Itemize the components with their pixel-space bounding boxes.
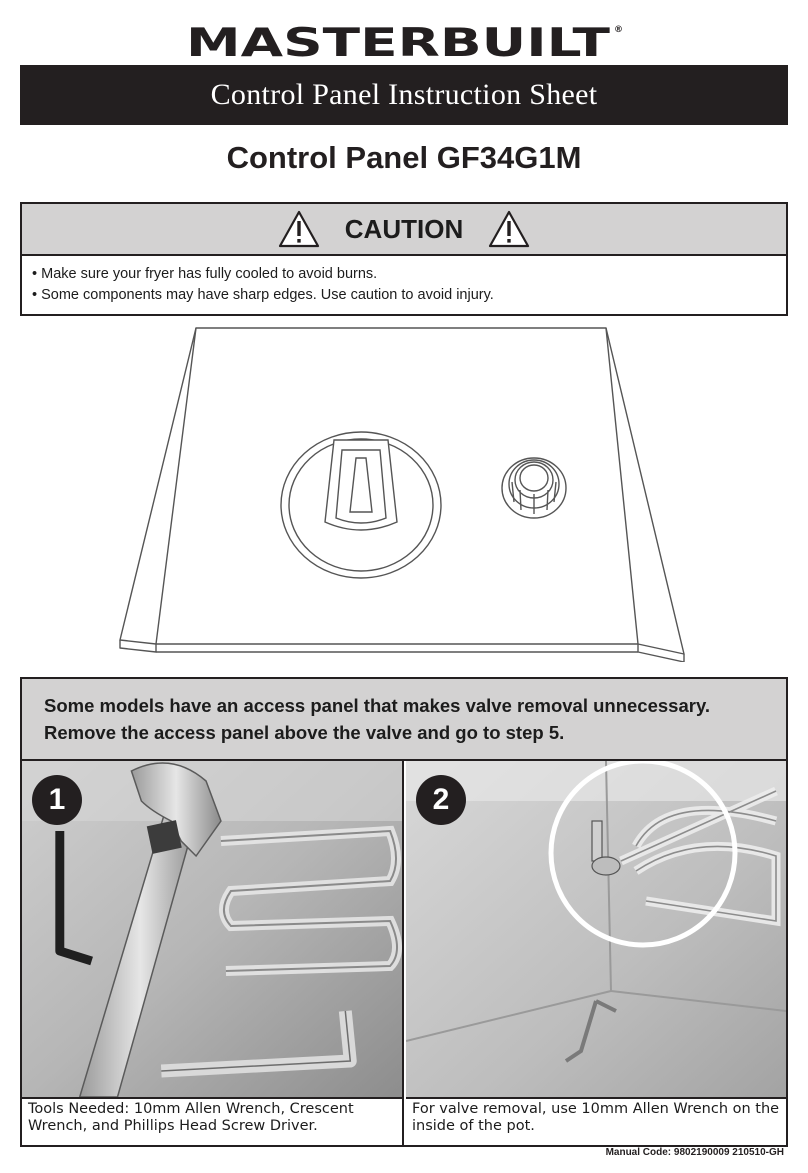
caution-box: CAUTION Make sure your fryer has fully c… [20, 202, 788, 316]
caution-list: Make sure your fryer has fully cooled to… [22, 256, 786, 306]
steps-row: 1 Tools Needed: 10mm Allen Wrench, Cresc… [22, 761, 786, 1145]
step-number-badge: 1 [32, 775, 82, 825]
caution-item: Make sure your fryer has fully cooled to… [32, 264, 786, 285]
access-note-line-2: Remove the access panel above the valve … [44, 722, 565, 743]
brand-name: MASTERBUILT [186, 21, 611, 66]
registered-mark: ® [614, 25, 623, 35]
caution-header: CAUTION [22, 204, 786, 256]
warning-triangle-icon [489, 210, 530, 248]
model-title: Control Panel GF34G1M [226, 140, 582, 175]
access-panel-box: Some models have an access panel that ma… [20, 677, 788, 1147]
step-2: 2 For valve removal, use 10mm Allen Wren… [406, 761, 786, 1145]
step-2-text: For valve removal, use 10mm Allen Wrench… [406, 1097, 786, 1145]
manual-code: Manual Code: 9802190009 210510-GH [605, 1147, 784, 1158]
access-note-line-1: Some models have an access panel that ma… [44, 695, 711, 716]
control-panel-illustration [119, 327, 685, 662]
sheet-title-bar: Control Panel Instruction Sheet [20, 65, 788, 125]
caution-heading: CAUTION [344, 213, 464, 244]
brand-logo: MASTERBUILT ® [0, 12, 808, 72]
step-number-badge: 2 [416, 775, 466, 825]
step-1-photo [22, 761, 402, 1097]
caution-item: Some components may have sharp edges. Us… [32, 285, 786, 306]
step-1: 1 Tools Needed: 10mm Allen Wrench, Cresc… [22, 761, 404, 1145]
warning-triangle-icon [278, 210, 319, 248]
access-panel-note: Some models have an access panel that ma… [22, 679, 786, 761]
step-1-text: Tools Needed: 10mm Allen Wrench, Crescen… [22, 1097, 402, 1145]
step-2-photo [406, 761, 786, 1097]
sheet-title: Control Panel Instruction Sheet [210, 78, 598, 111]
